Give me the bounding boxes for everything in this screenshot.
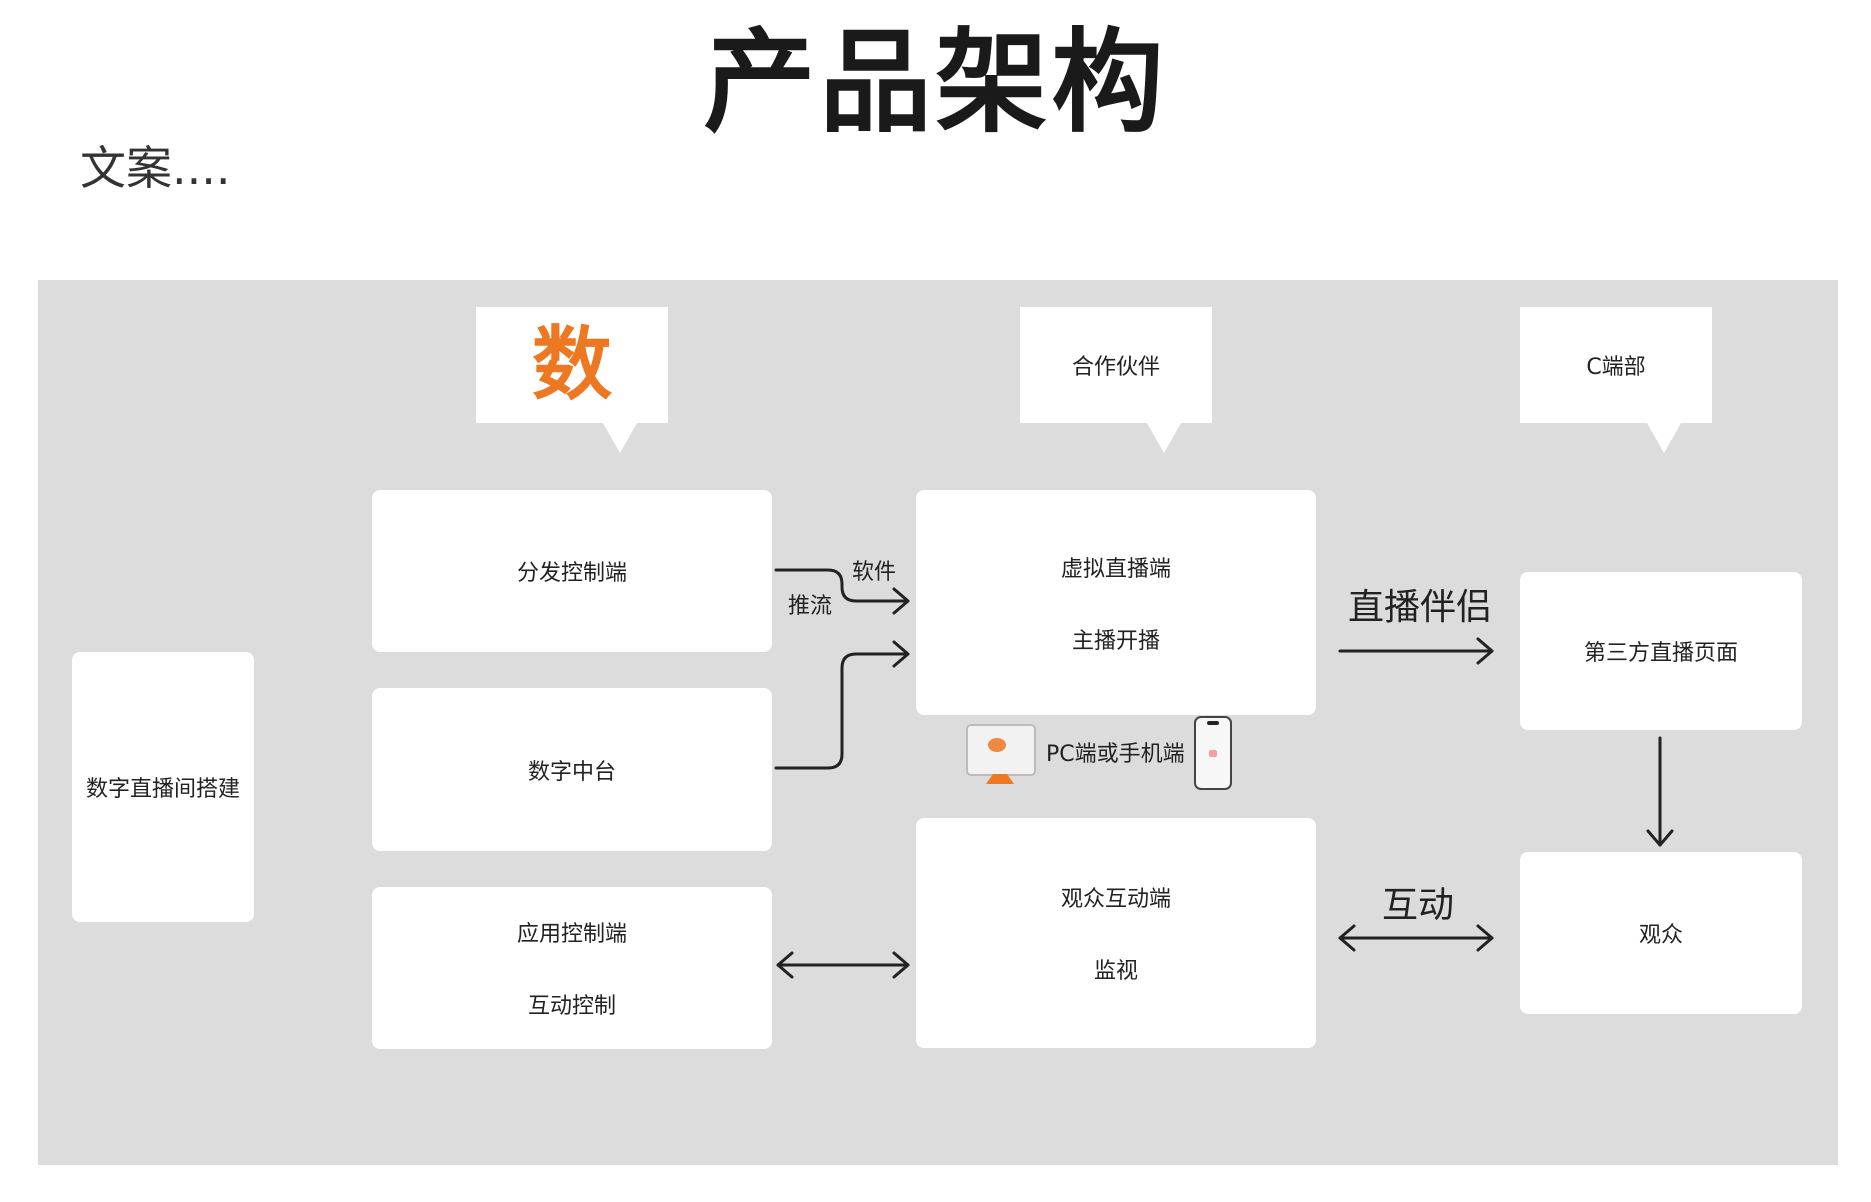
- node-third-party-page: 第三方直播页面: [1520, 572, 1802, 730]
- label-interaction: 互动: [1382, 885, 1455, 926]
- page-subtitle: 文案....: [80, 141, 231, 195]
- label-live-companion: 直播伴侣: [1348, 587, 1493, 628]
- node-digital-platform: 数字中台: [372, 688, 772, 851]
- arrow-platform-to-live: [774, 652, 908, 770]
- node-audience-interaction: 观众互动端 监视: [916, 818, 1316, 1048]
- c-side-callout: C端部: [1520, 307, 1712, 453]
- partner-callout: 合作伙伴: [1020, 307, 1212, 453]
- node-app-control: 应用控制端 互动控制: [372, 887, 772, 1049]
- node-distribution-control: 分发控制端: [372, 490, 772, 652]
- label-software: 软件: [852, 560, 897, 585]
- brand-logo-icon: 数: [532, 318, 612, 411]
- page-title: 产品架构: [703, 18, 1168, 148]
- mobile-phone-icon: [1194, 716, 1232, 790]
- pc-monitor-icon: [966, 724, 1036, 786]
- arrow-distribution-to-live: [774, 568, 908, 603]
- label-push-stream: 推流: [788, 594, 833, 619]
- node-live-room-build: 数字直播间搭建: [72, 652, 254, 922]
- brand-logo-callout: 数: [476, 307, 668, 453]
- node-audience: 观众: [1520, 852, 1802, 1014]
- label-device: PC端或手机端: [1046, 742, 1185, 767]
- node-virtual-live: 虚拟直播端 主播开播: [916, 490, 1316, 715]
